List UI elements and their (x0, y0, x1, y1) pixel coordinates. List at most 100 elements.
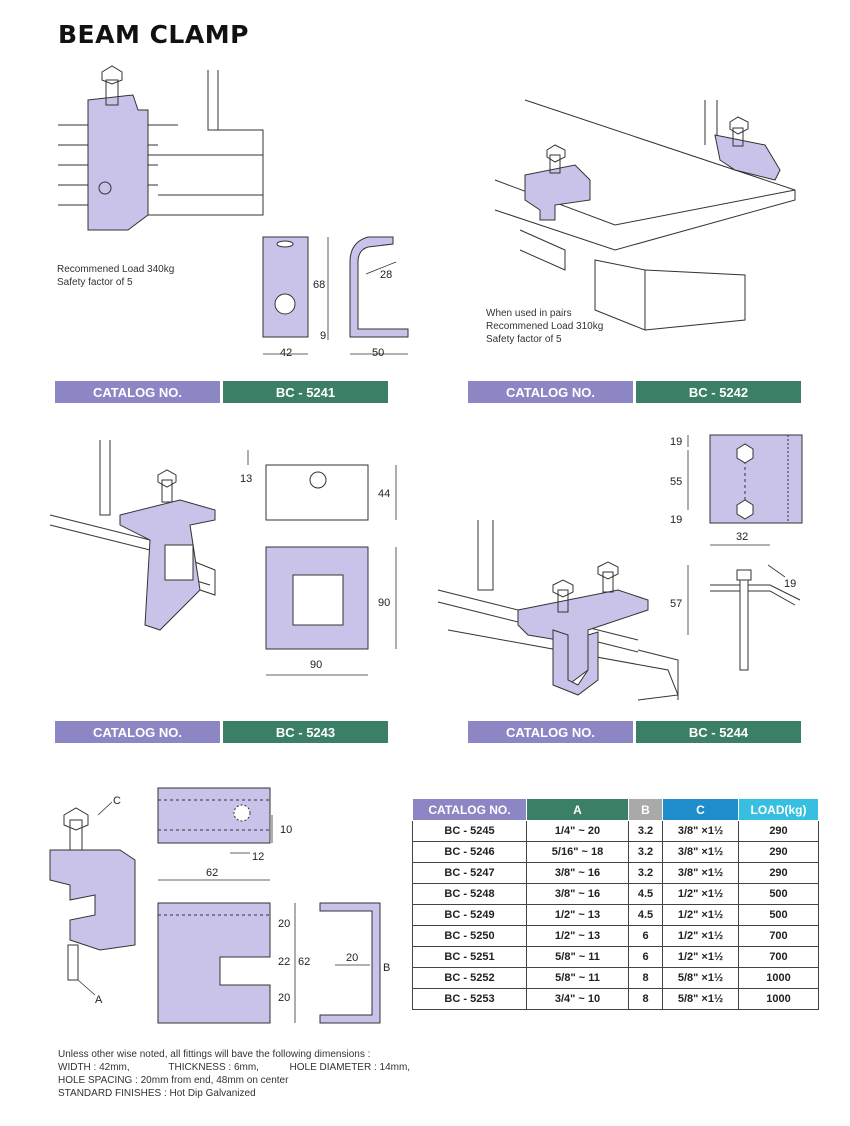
bc5244-dim-55: 55 (670, 476, 682, 488)
table-cell: BC - 5249 (412, 904, 527, 926)
col-b: B (628, 798, 663, 821)
table-cell: 500 (738, 904, 819, 926)
bc5243-dimension-drawing: 13 44 90 90 (240, 450, 397, 676)
table-cell: 3/8" ×1½ (662, 820, 739, 842)
table-cell: BC - 5247 (412, 862, 527, 884)
table-cell: 5/8" ~ 11 (526, 946, 629, 968)
bc5241-dim-50: 50 (372, 347, 384, 359)
bc5244-dim-19-offset: 19 (784, 578, 796, 590)
table-cell: 5/8" ×1½ (662, 988, 739, 1010)
bc5243-dim-90-v: 90 (378, 597, 390, 609)
table-cell: 1000 (738, 967, 819, 989)
table-cell: 3/8" ~ 16 (526, 883, 629, 905)
table-cell: 1/2" ×1½ (662, 946, 739, 968)
bottom-dim-62: 62 (206, 867, 218, 879)
bc5241-dimension-drawing: 68 9 42 50 28 (262, 236, 409, 359)
table-cell: 4.5 (628, 904, 663, 926)
table-cell: BC - 5253 (412, 988, 527, 1010)
bc5241-dim-42: 42 (280, 347, 292, 359)
bottom-dim-62-v: 62 (298, 956, 310, 968)
table-cell: 3/8" ×1½ (662, 841, 739, 863)
table-cell: 8 (628, 988, 663, 1010)
bc5244-dim-19-bottom: 19 (670, 514, 682, 526)
table-cell: 6 (628, 946, 663, 968)
bc5244-catalog-bar: CATALOG NO. BC - 5244 (468, 721, 801, 743)
table-cell: BC - 5250 (412, 925, 527, 947)
table-cell: 5/16" ~ 18 (526, 841, 629, 863)
bc5243-dim-13: 13 (240, 473, 252, 485)
catalog-number: BC - 5242 (636, 381, 801, 403)
table-cell: 1/2" ~ 13 (526, 925, 629, 947)
footer-line: WIDTH : 42mm, THICKNESS : 6mm, HOLE DIAM… (58, 1062, 411, 1073)
table-cell: 700 (738, 925, 819, 947)
table-cell: 1/2" ×1½ (662, 925, 739, 947)
table-cell: 1/2" ~ 13 (526, 904, 629, 926)
bc5243-illustration (49, 440, 216, 631)
table-cell: 500 (738, 883, 819, 905)
table-cell: 6 (628, 925, 663, 947)
bc5245-dimension-drawing: 10 12 62 20 22 20 62 20 B (157, 787, 390, 1024)
bottom-dim-10: 10 (280, 824, 292, 836)
bc5243-dim-90-h: 90 (310, 659, 322, 671)
table-cell: BC - 5246 (412, 841, 527, 863)
bc5241-dim-9: 9 (320, 330, 326, 342)
label-b: B (383, 962, 390, 974)
footer-line: HOLE SPACING : 20mm from end, 48mm on ce… (58, 1075, 289, 1086)
bottom-dim-12: 12 (252, 851, 264, 863)
bc5244-dimension-drawing: 19 55 19 32 57 19 (670, 434, 803, 671)
label-c: C (113, 795, 121, 807)
bc5241-dim-28: 28 (380, 269, 392, 281)
bc5244-dim-19-top: 19 (670, 436, 682, 448)
col-load: LOAD(kg) (738, 798, 819, 821)
bc5244-illustration (437, 520, 679, 701)
label-a: A (95, 994, 103, 1006)
table-cell: 1/4" ~ 20 (526, 820, 629, 842)
footer-line: Unless other wise noted, all fittings wi… (58, 1049, 371, 1060)
bottom-dim-20-width: 20 (346, 952, 358, 964)
table-cell: BC - 5252 (412, 967, 527, 989)
bottom-dim-22: 22 (278, 956, 290, 968)
col-a: A (526, 798, 629, 821)
table-cell: 3/4" ~ 10 (526, 988, 629, 1010)
table-cell: 1000 (738, 988, 819, 1010)
footer-notes: Unless other wise noted, all fittings wi… (58, 1048, 410, 1100)
bottom-dim-20-bottom: 20 (278, 992, 290, 1004)
table-cell: 290 (738, 841, 819, 863)
catalog-number: BC - 5243 (223, 721, 388, 743)
table-cell: 3.2 (628, 841, 663, 863)
table-cell: 290 (738, 820, 819, 842)
bc5242-illustration (494, 99, 796, 331)
footer-line: STANDARD FINISHES : Hot Dip Galvanized (58, 1088, 256, 1099)
table-cell: 3/8" ×1½ (662, 862, 739, 884)
catalog-label: CATALOG NO. (55, 381, 220, 403)
catalog-label: CATALOG NO. (468, 721, 633, 743)
bc5244-dim-57: 57 (670, 598, 682, 610)
table-cell: BC - 5251 (412, 946, 527, 968)
table-cell: 4.5 (628, 883, 663, 905)
catalog-number: BC - 5241 (223, 381, 388, 403)
table-cell: 3/8" ~ 16 (526, 862, 629, 884)
table-cell: 3.2 (628, 862, 663, 884)
table-cell: 700 (738, 946, 819, 968)
bc5241-dim-68: 68 (313, 279, 325, 291)
table-cell: 3.2 (628, 820, 663, 842)
catalog-label: CATALOG NO. (55, 721, 220, 743)
table-cell: 1/2" ×1½ (662, 883, 739, 905)
spec-table-header: CATALOG NO. A B C LOAD(kg) (412, 798, 819, 821)
bottom-dim-20-top: 20 (278, 918, 290, 930)
table-cell: BC - 5245 (412, 820, 527, 842)
table-cell: 5/8" ~ 11 (526, 967, 629, 989)
catalog-label: CATALOG NO. (468, 381, 633, 403)
table-cell: 8 (628, 967, 663, 989)
table-cell: 1/2" ×1½ (662, 904, 739, 926)
